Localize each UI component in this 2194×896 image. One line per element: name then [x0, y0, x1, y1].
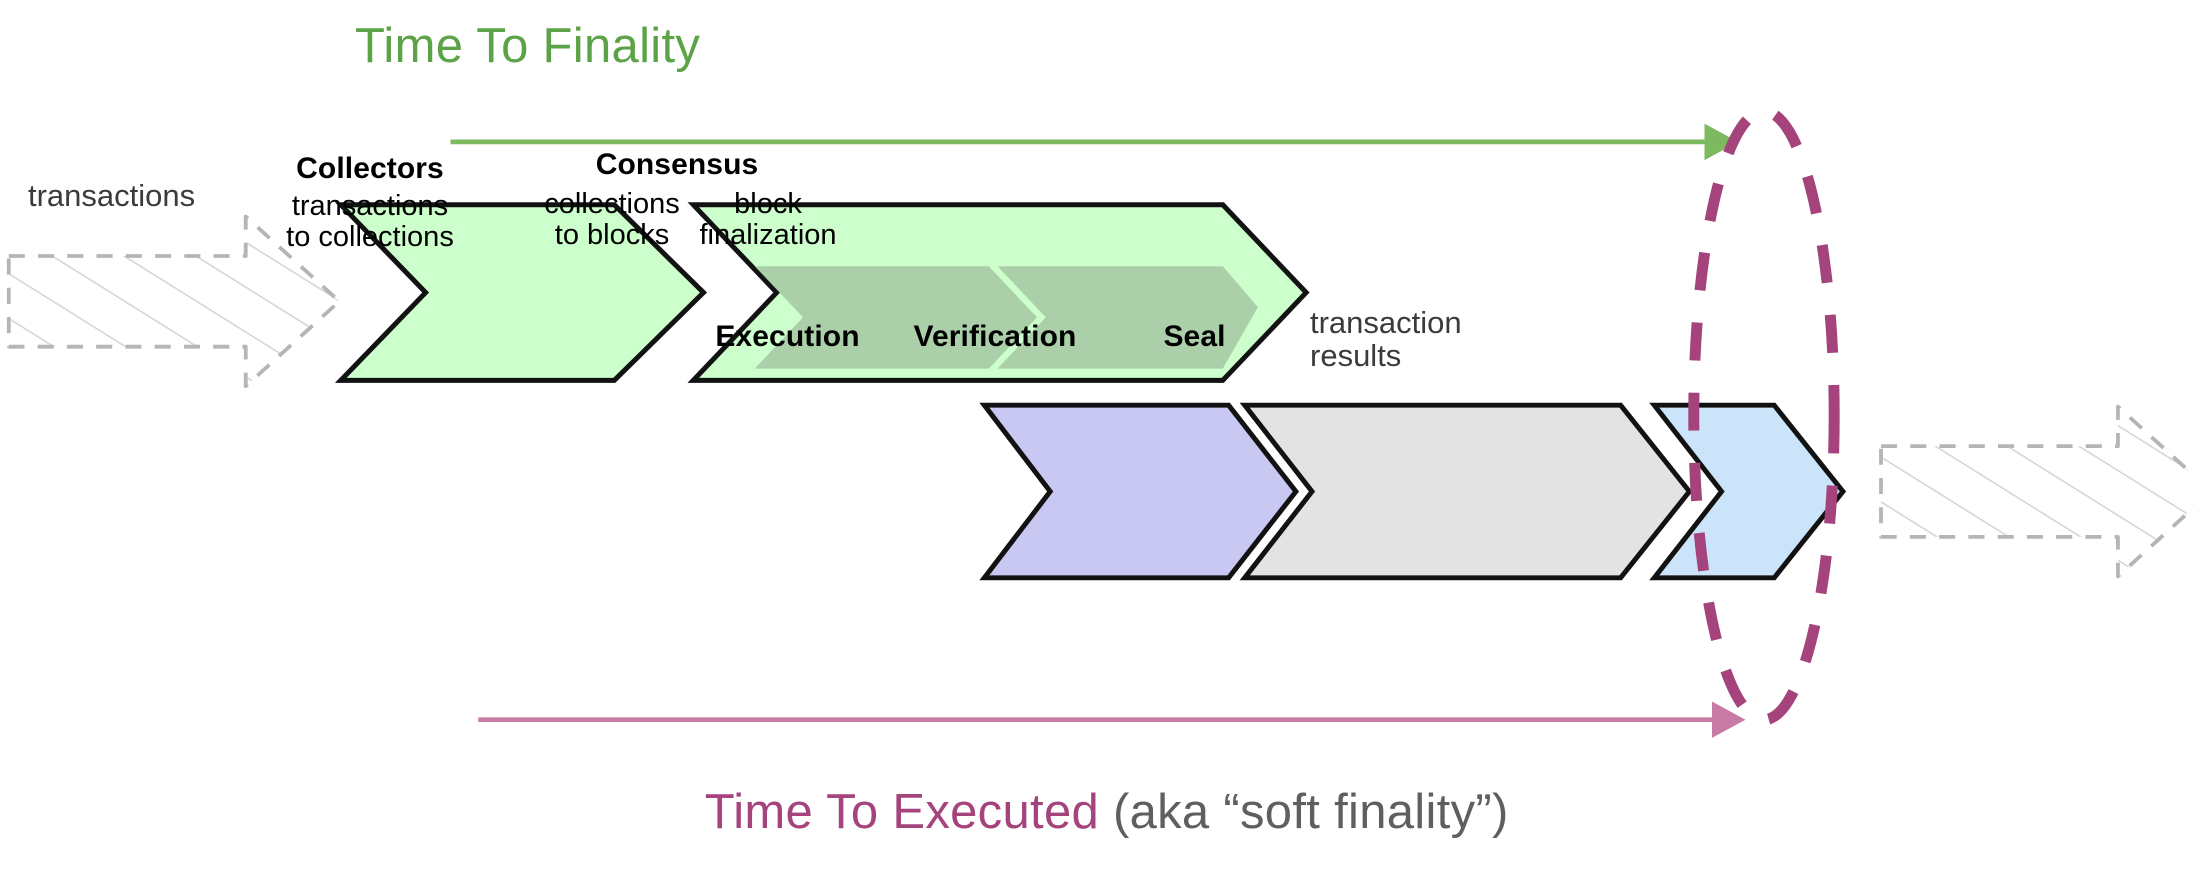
diagram-svg	[6, 105, 2194, 738]
verification-chevron[interactable]	[1239, 402, 1693, 581]
transaction-results-output-arrow	[1879, 404, 2194, 579]
diagram-canvas: Time To Finality transactions Collectors…	[6, 19, 2194, 839]
consensus-chevron[interactable]	[687, 202, 1310, 383]
collectors-chevron[interactable]	[334, 202, 708, 383]
substep-block-finalization	[997, 266, 1258, 369]
execution-chevron[interactable]	[979, 402, 1300, 581]
substep-collections-to-blocks	[754, 266, 1038, 369]
finality-boundary-ellipse	[1688, 105, 1840, 726]
transactions-input-arrow	[6, 214, 342, 389]
